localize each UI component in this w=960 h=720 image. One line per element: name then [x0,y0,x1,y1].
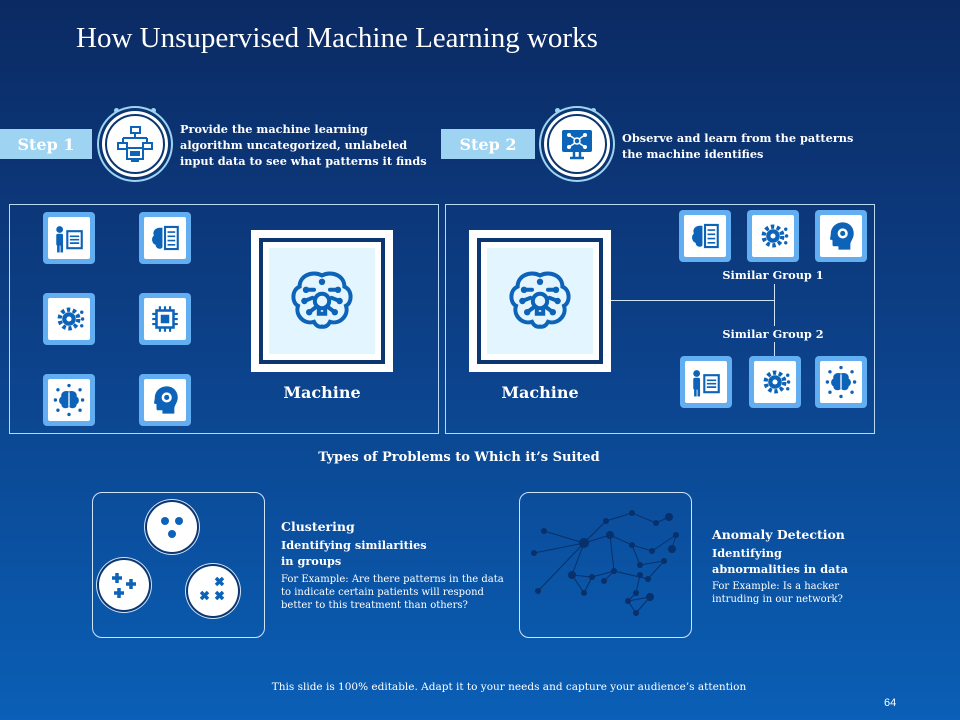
network-monitor-icon [557,124,597,164]
tile [679,210,731,262]
cluster-bubble-dots [147,502,197,552]
tile [139,212,191,264]
tile [43,374,95,426]
decor-dot [151,108,156,113]
decor-dot [591,108,596,113]
gear-brain-icon [756,219,790,253]
step2-text: Observe and learn from the patterns the … [622,131,854,161]
clustering-subtitle: Identifying similarities in groups [281,538,427,568]
plus-icon [112,573,136,598]
network-graph-icon [531,510,679,616]
output-groups-panel [445,204,875,434]
head-gear-icon [824,219,858,253]
brain-document-icon [688,219,722,253]
clustering-card [92,492,265,638]
anomaly-subtitle: Identifying abnormalities in data [712,546,848,576]
page-number: 64 [884,697,897,709]
machine-label: Machine [501,383,579,402]
cross-icon [199,576,225,601]
step2-icon-circle [544,111,610,177]
brain-network-icon [824,365,858,399]
connector-line [774,342,775,356]
cluster-bubble-cross [188,566,238,616]
connector-line [774,284,775,326]
tile [43,212,95,264]
machine-label: Machine [283,383,361,402]
gear-brain-icon [758,365,792,399]
slide-title: How Unsupervised Machine Learning works [76,22,598,54]
similar-group-2-label: Similar Group 2 [722,327,824,341]
machine-box [251,230,393,372]
similar-group-1-label: Similar Group 1 [722,268,824,282]
decor-dot [114,108,119,113]
tile [139,374,191,426]
decor-dot [555,108,560,113]
clustering-title: Clustering [281,519,355,534]
step1-tag: Step 1 [0,129,92,159]
connector-line [611,300,774,301]
tile [749,356,801,408]
footer-note: This slide is 100% editable. Adapt it to… [271,681,747,693]
anomaly-title: Anomaly Detection [712,527,845,542]
chip-icon [148,302,182,336]
brain-network-icon [52,383,86,417]
tile [139,293,191,345]
step2-tag: Step 2 [441,129,535,159]
gear-brain-icon [52,302,86,336]
brain-circuit-icon [282,261,362,341]
tile [747,210,799,262]
input-data-panel [9,204,439,434]
clustering-example: For Example: Are there patterns in the d… [281,574,504,611]
anomaly-card [519,492,692,638]
brain-document-icon [148,221,182,255]
anomaly-example: For Example: Is a hacker intruding in ou… [712,581,843,605]
person-book-icon [689,365,723,399]
cluster-bubble-plus [99,560,149,610]
tile [43,293,95,345]
step1-text: Provide the machine learning algorithm u… [180,122,427,168]
types-heading: Types of Problems to Which it’s Suited [318,450,600,465]
machine-box [469,230,611,372]
flowchart-monitor-icon [115,124,155,164]
tile [815,210,867,262]
tile [680,356,732,408]
dots-icon [161,517,183,538]
tile [815,356,867,408]
head-gear-icon [148,383,182,417]
step1-icon-circle [102,111,168,177]
brain-circuit-icon [500,261,580,341]
person-book-icon [52,221,86,255]
